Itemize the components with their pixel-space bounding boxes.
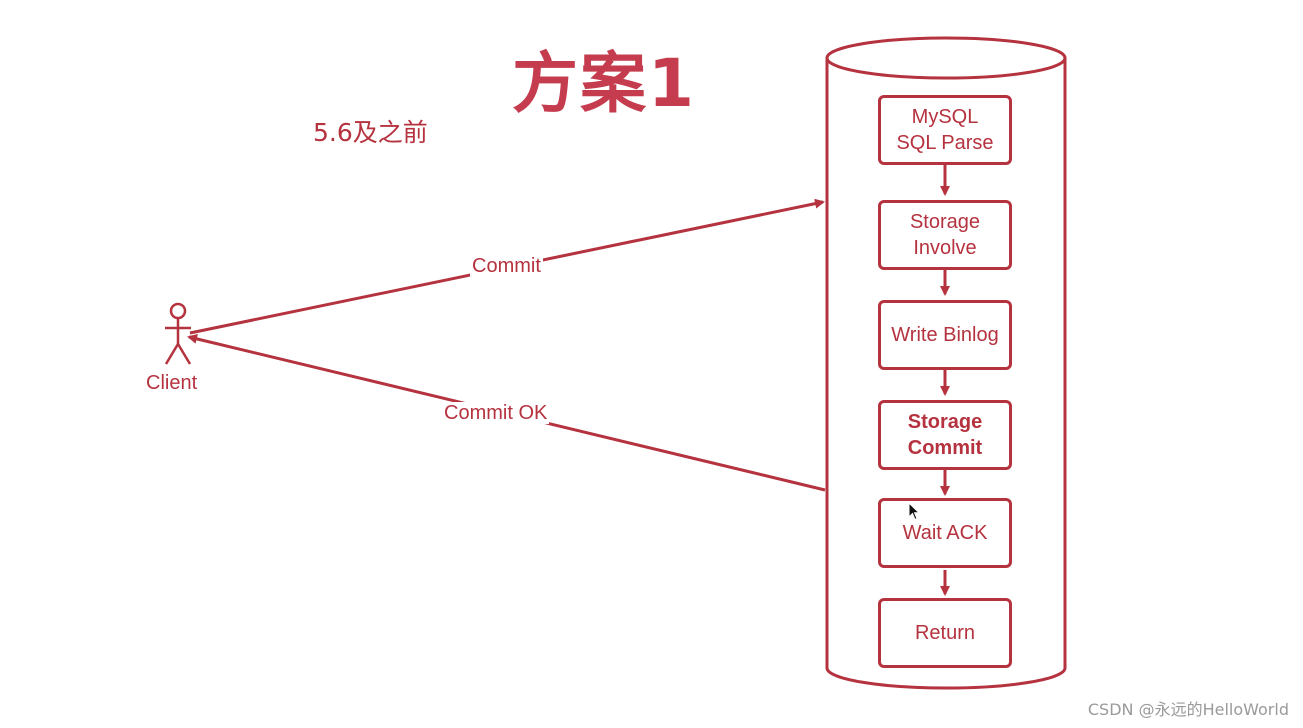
diagram-title: 方案1	[512, 45, 696, 122]
step-write-binlog: Write Binlog	[878, 300, 1012, 370]
database-cylinder	[825, 36, 1067, 690]
client-label: Client	[146, 372, 198, 394]
mouse-cursor-icon	[908, 502, 921, 521]
step-storage-commit: Storage Commit	[878, 400, 1012, 470]
step-mysql-sql-parse: MySQL SQL Parse	[878, 95, 1012, 165]
client-actor-icon	[164, 302, 192, 365]
watermark: CSDN @永远的HelloWorld	[1087, 700, 1289, 719]
step-storage-involve: Storage Involve	[878, 200, 1012, 270]
step-return: Return	[878, 598, 1012, 668]
commit-ok-edge-label: Commit OK	[442, 402, 550, 424]
diagram-subtitle: 5.6及之前	[313, 118, 428, 147]
commit-edge-label: Commit	[470, 255, 543, 277]
step-wait-ack: Wait ACK	[878, 498, 1012, 568]
